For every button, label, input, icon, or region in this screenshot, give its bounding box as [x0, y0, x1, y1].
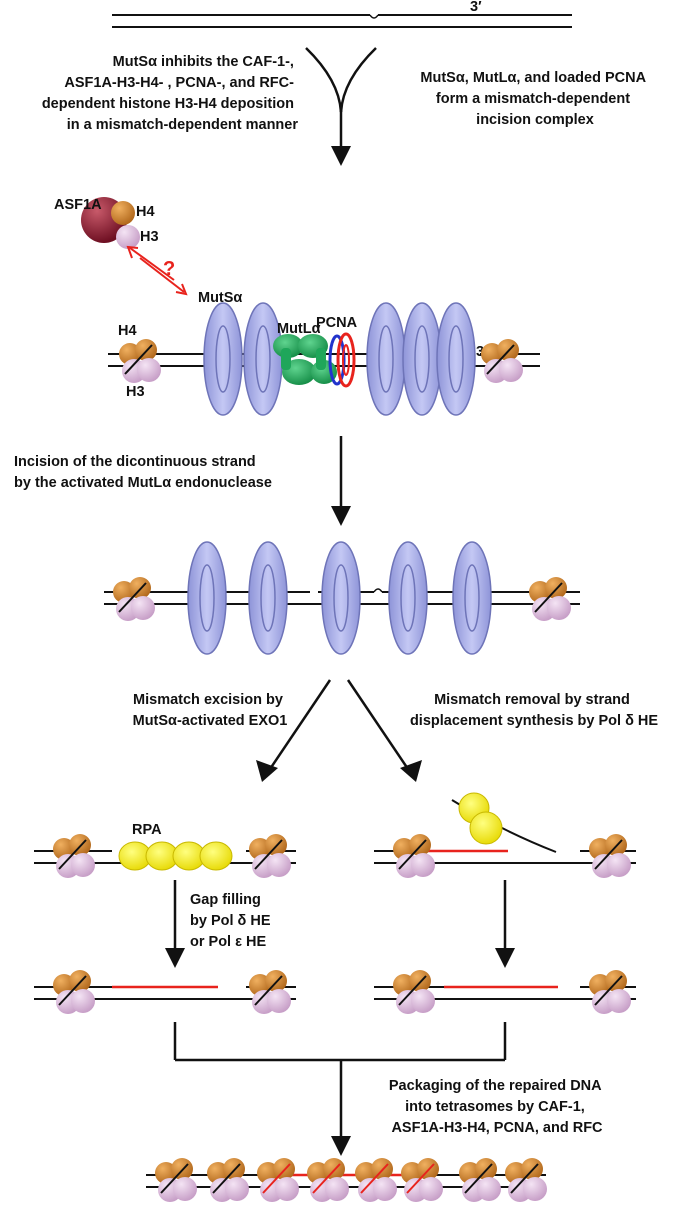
final-tetrasomes — [155, 1158, 547, 1202]
pcna-label: PCNA — [316, 315, 358, 331]
final-tetrasome-1 — [155, 1158, 197, 1202]
tetrasome-left-incised — [113, 577, 155, 621]
removal-line-1: Mismatch removal by strand — [434, 692, 630, 708]
h4-label-complex: H4 — [118, 323, 137, 339]
final-tetrasome-6 — [401, 1158, 443, 1202]
filled-dna-left — [34, 970, 296, 1014]
inhibition-line-1: MutSα inhibits the CAF-1-, — [113, 54, 294, 70]
branch-arrows — [256, 679, 422, 782]
incision-line-2: by the activated MutLα endonuclease — [14, 475, 272, 491]
final-tetrasome-8 — [505, 1158, 547, 1202]
final-tetrasome-7 — [459, 1158, 501, 1202]
mutsa-clamps-incised — [187, 541, 492, 655]
packaging-line-3: ASF1A-H3-H4, PCNA, and RFC — [391, 1120, 603, 1136]
final-tetrasome-3 — [257, 1158, 299, 1202]
displacement-dna — [374, 799, 636, 878]
removal-line-2: displacement synthesis by Pol δ HE — [410, 713, 658, 729]
gap-fill-arrows — [165, 880, 515, 968]
incision-text: Incision of the dicontinuous strand by t… — [14, 454, 272, 491]
tetrasome-left-complex — [119, 339, 161, 383]
packaging-text: Packaging of the repaired DNA into tetra… — [389, 1078, 605, 1136]
h4-label-asf1a: H4 — [136, 204, 155, 220]
packaging-line-2: into tetrasomes by CAF-1, — [405, 1099, 585, 1115]
mutla-complex — [273, 334, 337, 385]
excision-text: Mismatch excision by MutSα-activated EXO… — [133, 692, 288, 729]
arrow-incision — [331, 436, 351, 526]
rpa-molecules — [118, 841, 233, 871]
complex-line-3: incision complex — [476, 112, 594, 128]
h3-label-complex: H3 — [126, 384, 145, 400]
question-mark: ? — [163, 258, 175, 280]
merge-bracket — [173, 1022, 507, 1156]
complex-line-1: MutSα, MutLα, and loaded PCNA — [420, 70, 646, 86]
pol-delta-yellow — [458, 792, 503, 845]
inhibition-line-4: in a mismatch-dependent manner — [67, 117, 299, 133]
red-equilibrium-arrows — [126, 245, 188, 296]
h3-label-asf1a: H3 — [140, 229, 159, 245]
tetrasome-right-incised — [529, 577, 571, 621]
mutla-label: MutLα — [277, 321, 321, 337]
final-tetrasome-4 — [307, 1158, 349, 1202]
filled-dna-right — [374, 970, 636, 1014]
gapped-dna-rpa — [34, 834, 296, 878]
gap-line-3: or Pol ε HE — [190, 934, 266, 950]
gap-line-2: by Pol δ HE — [190, 913, 271, 929]
asf1a-label: ASF1A — [54, 197, 102, 213]
excision-line-1: Mismatch excision by — [133, 692, 283, 708]
final-tetrasome-2 — [207, 1158, 249, 1202]
mutsa-clamps-complex — [203, 302, 476, 416]
inhibition-text: MutSα inhibits the CAF-1-, ASF1A-H3-H4- … — [42, 54, 299, 133]
final-tetrasome-5 — [355, 1158, 397, 1202]
inhibition-line-3: dependent histone H3-H4 deposition — [42, 96, 294, 112]
inhibition-line-2: ASF1A-H3-H4- , PCNA-, and RFC- — [64, 75, 294, 91]
incision-line-1: Incision of the dicontinuous strand — [14, 454, 256, 470]
pcna-ring — [328, 332, 356, 388]
fork-arrow — [305, 47, 377, 166]
mutsa-label: MutSα — [198, 290, 242, 306]
gap-line-1: Gap filling — [190, 892, 261, 908]
asf1a-complex — [81, 197, 140, 249]
packaging-line-1: Packaging of the repaired DNA — [389, 1078, 602, 1094]
top-dna-duplex — [112, 14, 572, 28]
excision-line-2: MutSα-activated EXO1 — [133, 713, 288, 729]
complex-line-2: form a mismatch-dependent — [436, 91, 630, 107]
gap-filling-text: Gap filling by Pol δ HE or Pol ε HE — [190, 892, 275, 950]
rpa-label: RPA — [132, 822, 162, 838]
removal-text: Mismatch removal by strand displacement … — [410, 692, 658, 729]
incision-complex-text: MutSα, MutLα, and loaded PCNA form a mis… — [420, 70, 649, 128]
tetrasome-right-complex — [481, 339, 523, 383]
top-3prime-label: 3′ — [470, 0, 482, 15]
